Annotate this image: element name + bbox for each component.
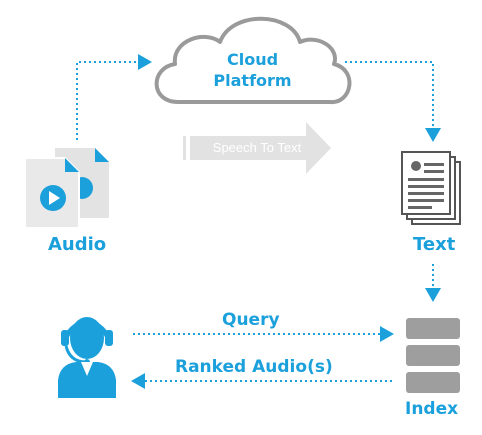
database-index-icon: [406, 318, 460, 393]
cloud-platform-label: Cloud Platform: [200, 49, 305, 91]
cloud-icon: [154, 16, 352, 105]
cloud-label-line1: Cloud: [226, 50, 279, 69]
edge-audio-to-cloud: [76, 54, 152, 140]
cloud-label-line2: Platform: [213, 71, 292, 90]
ranked-audio-label: Ranked Audio(s): [175, 357, 333, 377]
audio-files-icon: [24, 148, 109, 229]
query-label: Query: [222, 310, 280, 330]
speech-to-text-label: Speech To Text: [212, 140, 302, 155]
edge-cloud-to-text: [345, 61, 441, 142]
headset-user-icon: [58, 317, 116, 398]
documents-icon: [401, 151, 461, 225]
speech-to-text-arrow: [183, 122, 331, 174]
index-label: Index: [405, 399, 459, 419]
text-label: Text: [413, 234, 456, 255]
audio-label: Audio: [48, 234, 107, 255]
